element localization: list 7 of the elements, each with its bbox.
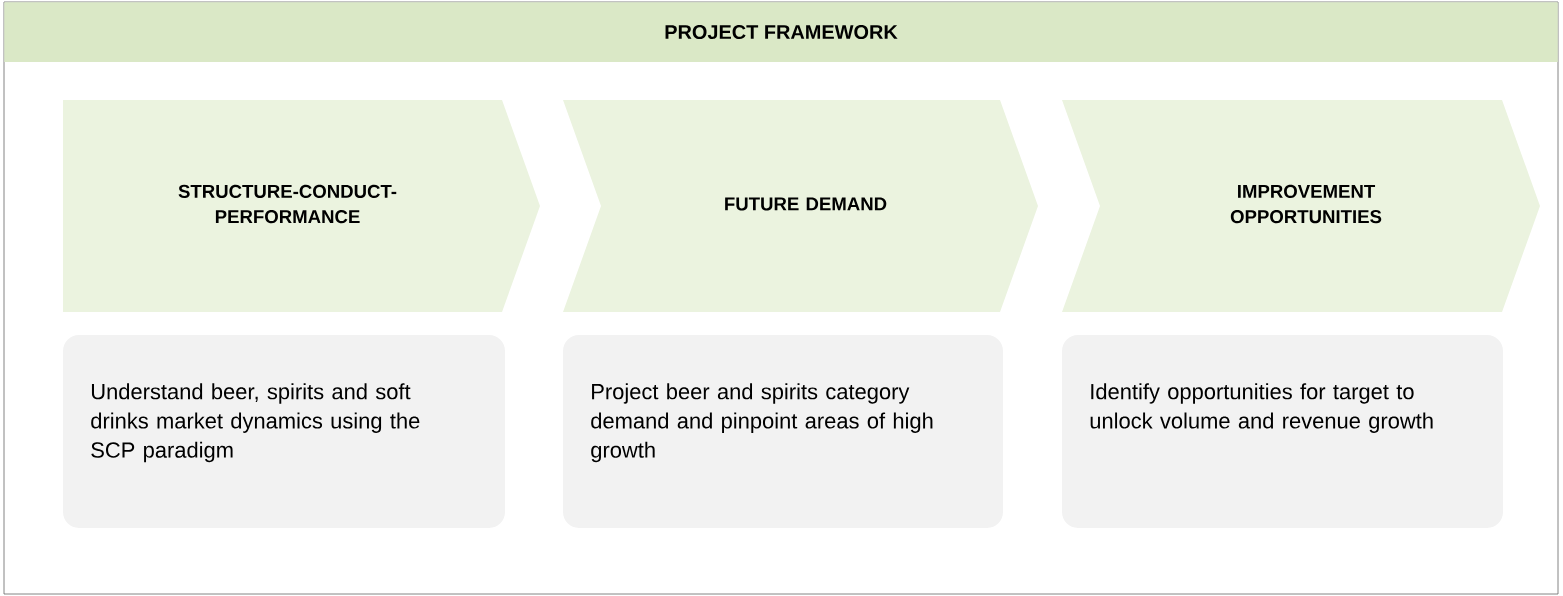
title-band: PROJECT FRAMEWORK (4, 2, 1558, 62)
text-box: Project beer and spirits category demand and pinpoint areas of high growth (563, 335, 1003, 528)
text-box: Identify opportunities for target to unlock volume and revenue growth (1062, 335, 1503, 528)
text-box: Understand beer, spirits and soft drinks market dynamics using the SCP paradigm (63, 335, 505, 528)
step-banner: FUTURE DEMAND (563, 100, 1038, 312)
step-banner: IMPROVEMENT OPPORTUNITIES (1062, 100, 1540, 312)
step-banner: STRUCTURE-CONDUCT-PERFORMANCE (63, 100, 540, 312)
